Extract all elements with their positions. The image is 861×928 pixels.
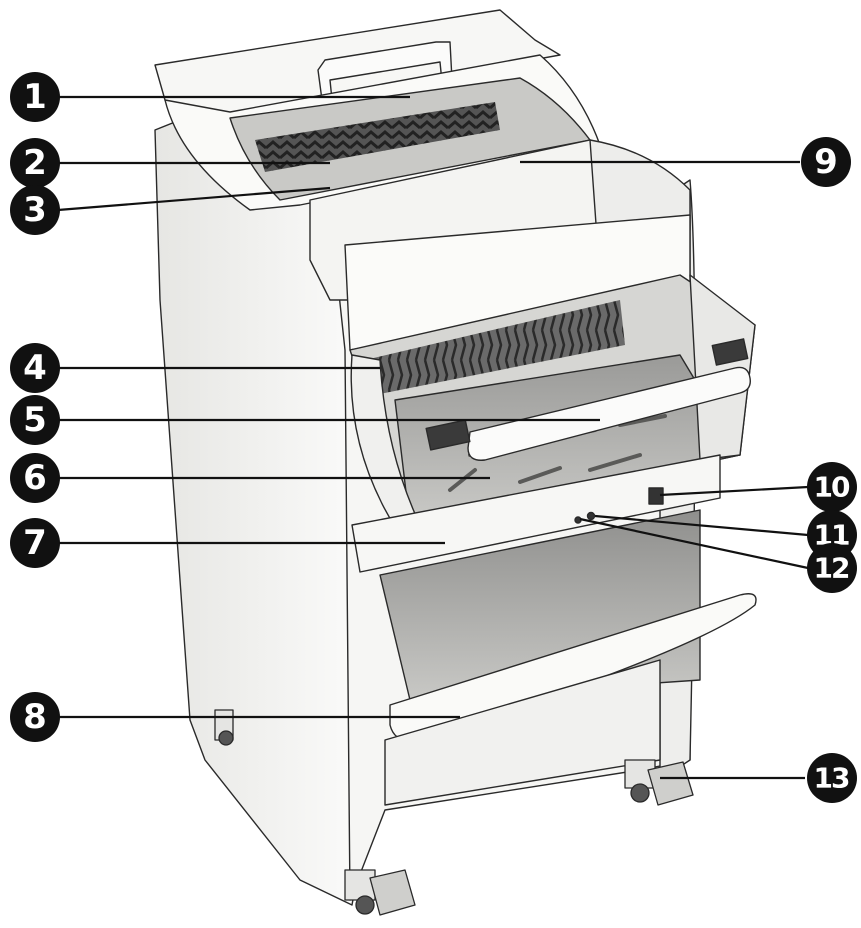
callout-13: 13 — [807, 753, 857, 803]
callout-3: 3 — [10, 185, 60, 235]
leader-11 — [594, 514, 809, 537]
callout-6: 6 — [10, 453, 60, 503]
callout-2: 2 — [10, 138, 60, 188]
upper-blades — [255, 102, 500, 172]
callout-5: 5 — [10, 395, 60, 445]
callout-13-label: 13 — [814, 762, 849, 795]
leader-3 — [57, 186, 331, 212]
bin-lower-panel — [384, 659, 661, 806]
callout-2-label: 2 — [23, 143, 47, 183]
tray-right-guard — [689, 274, 756, 461]
push-bar-left-bracket — [425, 419, 471, 451]
lower-blades — [365, 300, 625, 395]
power-switch — [648, 487, 664, 505]
push-bar — [467, 366, 751, 461]
callout-5-label: 5 — [23, 400, 47, 440]
callout-4: 4 — [10, 343, 60, 393]
callout-10-label: 10 — [814, 471, 850, 504]
leader-12 — [579, 517, 809, 570]
callout-12-label: 12 — [814, 552, 849, 585]
callout-9-label: 9 — [814, 142, 838, 182]
callout-8-label: 8 — [23, 697, 47, 737]
front-left-caster — [344, 869, 416, 916]
top-section — [154, 9, 691, 351]
right-caster — [624, 759, 694, 806]
callout-4-label: 4 — [23, 348, 47, 388]
leader-lines — [57, 95, 809, 780]
callout-6-label: 6 — [23, 458, 47, 498]
callout-1: 1 — [10, 72, 60, 122]
callout-1-label: 1 — [23, 77, 47, 117]
callout-8: 8 — [10, 692, 60, 742]
callout-badges: 1 2 3 4 5 6 7 8 — [10, 72, 857, 803]
slicing-chamber — [349, 274, 756, 536]
callout-10: 10 — [807, 462, 857, 512]
leader-10 — [659, 485, 809, 497]
callout-12: 12 — [807, 543, 857, 593]
indicator-light — [586, 511, 596, 521]
callout-7: 7 — [10, 518, 60, 568]
callout-7-label: 7 — [23, 523, 47, 563]
casters — [214, 709, 694, 916]
callout-3-label: 3 — [23, 190, 47, 230]
callout-9: 9 — [801, 137, 851, 187]
rear-left-caster — [214, 709, 234, 746]
push-bar-right-bracket — [711, 338, 749, 366]
